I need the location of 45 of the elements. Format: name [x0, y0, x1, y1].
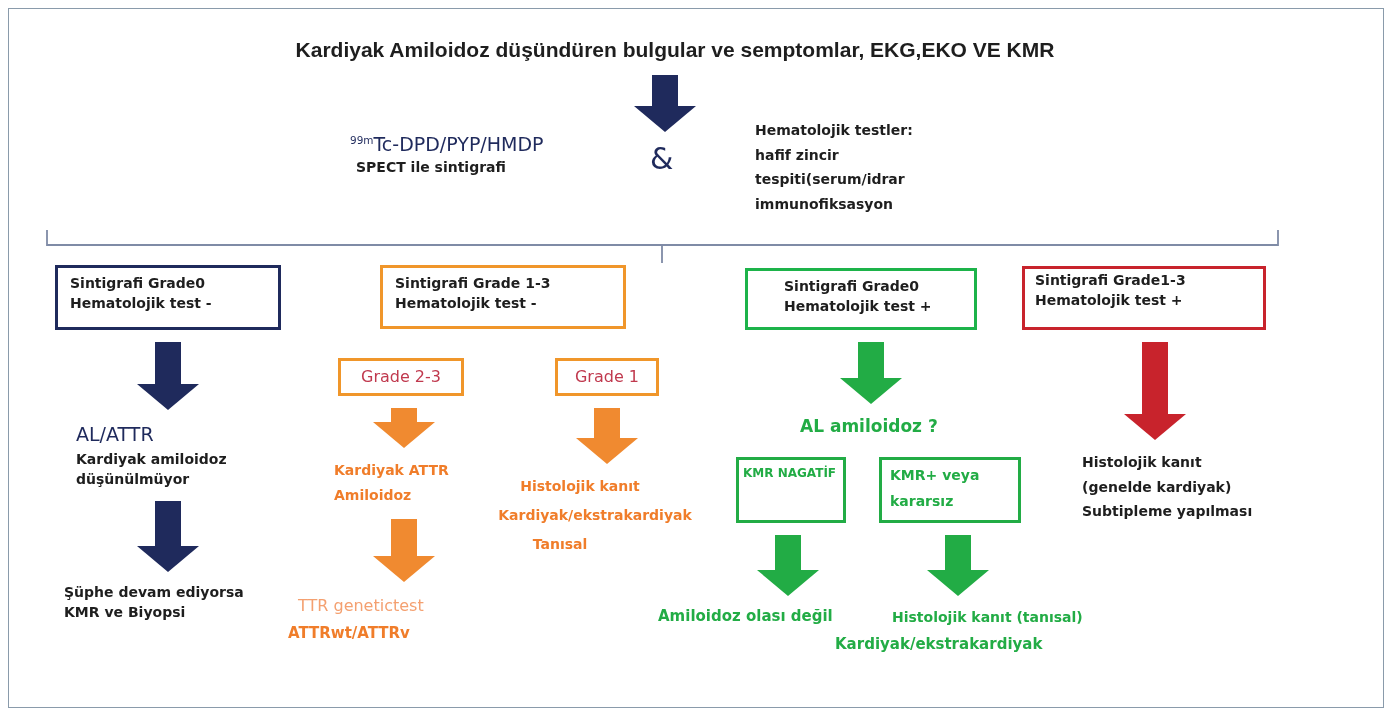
decision-box: [736, 457, 846, 523]
box-text: Sintigrafi Grade 1-3 Hematolojik test -: [395, 274, 552, 314]
result-text: Kardiyak/ekstrakardiyak: [497, 505, 693, 525]
block-arrow: [137, 501, 199, 572]
box-text: KMR+ veya kararsız: [890, 466, 981, 511]
block-arrow: [634, 75, 696, 132]
criteria-box: [380, 265, 626, 329]
result-text: Kardiyak/ekstrakardiyak: [835, 633, 1044, 655]
box-text: Grade 1: [573, 366, 640, 389]
result-text: Amiloidoz olası değil: [658, 606, 833, 627]
decision-box: [879, 457, 1021, 523]
criteria-box: [1022, 266, 1266, 330]
test-name: $^{99m}$Tc-DPD/PYP/HMDP: [350, 132, 544, 157]
result-text: Şüphe devam ediyorsa KMR ve Biyopsi: [64, 583, 245, 623]
block-arrow: [1124, 342, 1186, 440]
box-text: Grade 2-3: [360, 366, 442, 389]
result-text: Tanısal: [531, 534, 589, 554]
block-arrow: [137, 342, 199, 410]
test-description: Hematolojik testler: hafif zincir tespiti(serum/idrar immunofiksasyon: [755, 121, 914, 214]
criteria-box: [745, 268, 977, 330]
result-heading: AL amiloidoz ?: [800, 415, 938, 438]
block-arrow: [576, 408, 638, 464]
result-text: Histolojik kanıt (tanısal): [892, 608, 1084, 627]
result-text: ATTRwt/ATTRv: [288, 623, 411, 644]
heading: Kardiyak Amiloidoz düşündüren bulgular ve semptomlar, EKG,EKO VE KMR: [294, 37, 1056, 63]
result-heading: AL/ATTR: [76, 422, 155, 447]
box-text: KMR NAGATİF: [743, 464, 838, 482]
block-arrow: [757, 535, 819, 596]
test-description: SPECT ile sintigrafi: [356, 157, 507, 177]
result-text: Kardiyak amiloidoz düşünülmüyor: [76, 449, 228, 489]
block-arrow: [373, 408, 435, 448]
criteria-box: [55, 265, 281, 330]
box-text: Sintigrafi Grade0 Hematolojik test -: [70, 274, 213, 314]
box-text: Sintigrafi Grade1-3 Hematolojik test +: [1035, 271, 1187, 311]
result-text: Histolojik kanıt (genelde kardiyak) Subtipleme yapılması: [1082, 453, 1254, 521]
box-text: Sintigrafi Grade0 Hematolojik test +: [784, 277, 933, 317]
result-text: TTR genetictest: [298, 595, 425, 617]
grade-box: [555, 358, 659, 396]
block-arrow: [373, 519, 435, 582]
block-arrow: [927, 535, 989, 596]
block-arrow: [840, 342, 902, 404]
ampersand: &: [650, 142, 674, 175]
result-text: Kardiyak ATTR Amiloidoz: [334, 461, 450, 505]
result-text: Histolojik kanıt: [519, 477, 641, 496]
grade-box: [338, 358, 464, 396]
